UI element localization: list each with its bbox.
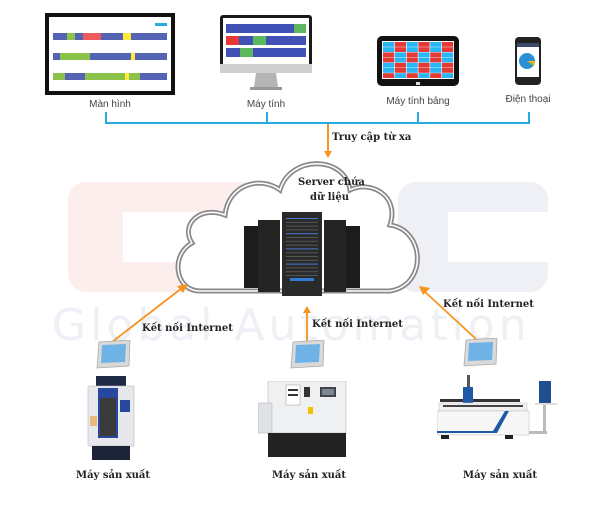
device-label-phone: Điện thoại bbox=[505, 94, 551, 105]
hmi-panel-3 bbox=[463, 338, 499, 368]
machine-3 bbox=[437, 375, 561, 447]
hmi-screen-icon bbox=[96, 340, 131, 369]
device-label-tablet: Máy tính bảng bbox=[386, 96, 450, 107]
device-monitor bbox=[45, 13, 175, 95]
cnc-machining-center-icon bbox=[87, 376, 135, 460]
connection-arrow-right bbox=[418, 285, 478, 341]
device-computer bbox=[220, 15, 312, 95]
tablet-icon bbox=[377, 36, 459, 86]
server-label-line1: Server chứa bbox=[298, 177, 365, 188]
hmi-screen-icon bbox=[290, 340, 325, 369]
machine-label-3: Máy sản xuất bbox=[463, 470, 538, 481]
device-bus-line bbox=[105, 122, 530, 124]
wall-monitor-icon bbox=[45, 13, 175, 95]
bus-drop-computer bbox=[266, 112, 268, 123]
server-rack bbox=[244, 212, 362, 296]
remote-access-arrow bbox=[323, 124, 333, 158]
device-label-monitor: Màn hình bbox=[89, 99, 131, 110]
server-rack-icon bbox=[244, 212, 360, 296]
device-tablet bbox=[377, 36, 459, 88]
connection-label-left: Kết nối Internet bbox=[142, 323, 233, 334]
connection-label-center: Kết nối Internet bbox=[312, 319, 403, 330]
bus-drop-tablet bbox=[417, 112, 419, 123]
cnc-lathe-icon bbox=[258, 381, 347, 457]
machine-label-1: Máy sản xuất bbox=[76, 470, 151, 481]
device-phone bbox=[515, 37, 541, 85]
desktop-computer-icon bbox=[220, 15, 312, 90]
connection-label-right: Kết nối Internet bbox=[443, 299, 534, 310]
hmi-panel-2 bbox=[290, 340, 326, 370]
machine-label-2: Máy sản xuất bbox=[272, 470, 347, 481]
connection-arrow-left bbox=[110, 282, 190, 344]
remote-access-label: Truy cập từ xa bbox=[332, 132, 412, 143]
connection-arrow-center bbox=[302, 306, 312, 344]
machine-1 bbox=[86, 376, 138, 460]
bus-drop-phone bbox=[528, 112, 530, 123]
smartphone-icon bbox=[515, 37, 541, 85]
hmi-screen-icon bbox=[463, 338, 498, 367]
server-label-line2: dữ liệu bbox=[310, 192, 349, 203]
hmi-panel-1 bbox=[96, 340, 132, 370]
laser-cutter-icon bbox=[437, 375, 557, 439]
bus-drop-monitor bbox=[105, 112, 107, 123]
machine-2 bbox=[258, 381, 350, 457]
device-label-computer: Máy tính bbox=[246, 99, 286, 110]
